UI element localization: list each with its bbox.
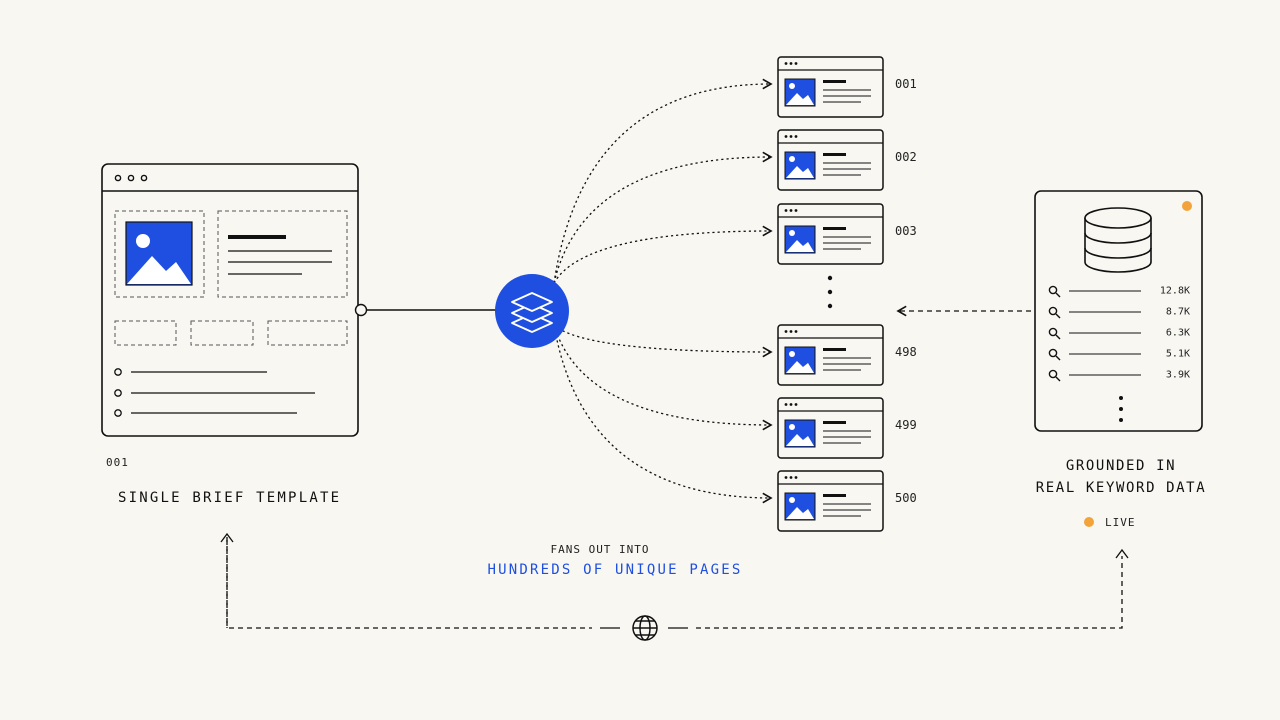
search-icon xyxy=(1048,369,1061,382)
keyword-volume: 12.8K xyxy=(1159,285,1190,297)
page-card xyxy=(777,397,884,459)
live-status-label: LIVE xyxy=(1105,516,1136,529)
live-legend-dot xyxy=(1084,517,1094,527)
page-number-label: 001 xyxy=(895,77,917,91)
bullet-list xyxy=(114,368,315,417)
window-dots-icon xyxy=(784,403,798,406)
page-card xyxy=(777,129,884,191)
keyword-volume: 6.3K xyxy=(1165,327,1190,339)
window-dots-icon xyxy=(784,209,798,212)
keyword-row xyxy=(1048,327,1141,340)
image-placeholder-icon xyxy=(784,419,816,448)
feedback-loop xyxy=(220,532,1129,629)
window-dots-icon xyxy=(784,476,798,479)
fan-out-arrows xyxy=(553,78,773,504)
window-dots-icon xyxy=(784,330,798,333)
hub-caption-line2: HUNDREDS OF UNIQUE PAGES xyxy=(487,562,743,578)
search-icon xyxy=(1048,327,1061,340)
fan-out-arrow xyxy=(553,78,773,284)
search-icon xyxy=(1048,306,1061,319)
page-number-label: 003 xyxy=(895,224,917,238)
database-icon xyxy=(1084,207,1152,273)
page-number-label: 499 xyxy=(895,418,917,432)
keyword-volume: 5.1K xyxy=(1165,348,1190,360)
hub-caption-line1: FANS OUT INTO xyxy=(550,543,650,556)
fan-out-arrow xyxy=(553,151,773,284)
page-number-label: 002 xyxy=(895,150,917,164)
ellipsis-icon xyxy=(1119,396,1123,422)
keyword-volume: 8.7K xyxy=(1165,306,1190,318)
image-placeholder-icon xyxy=(125,221,193,286)
window-dots-icon xyxy=(784,135,798,138)
live-indicator-dot xyxy=(1182,201,1192,211)
keyword-row xyxy=(1048,369,1141,382)
keyword-row xyxy=(1048,306,1141,319)
keyword-row xyxy=(1048,348,1141,361)
image-placeholder-icon xyxy=(784,225,816,254)
page-number-label: 500 xyxy=(895,491,917,505)
fan-out-arrow xyxy=(553,225,773,284)
window-dots-icon xyxy=(114,174,148,182)
template-card xyxy=(101,163,359,437)
page-card xyxy=(777,203,884,265)
keyword-rows xyxy=(1048,285,1141,382)
template-hub-connector xyxy=(354,303,496,317)
image-placeholder-icon xyxy=(784,151,816,180)
page-card xyxy=(777,56,884,118)
page-card xyxy=(777,470,884,532)
page-number-label: 498 xyxy=(895,345,917,359)
fan-out-arrow xyxy=(553,324,773,358)
fan-out-arrow xyxy=(553,324,773,504)
keyword-row xyxy=(1048,285,1141,298)
fan-out-arrow xyxy=(553,324,773,431)
image-placeholder-icon xyxy=(784,346,816,375)
image-placeholder-icon xyxy=(784,492,816,521)
data-caption-line1: GROUNDED IN xyxy=(1065,458,1177,474)
ellipsis-icon xyxy=(827,275,833,309)
hub-node xyxy=(495,274,569,348)
keyword-volume: 3.9K xyxy=(1165,369,1190,381)
search-icon xyxy=(1048,285,1061,298)
layers-icon xyxy=(511,292,553,333)
page-cards xyxy=(777,56,884,532)
template-caption: SINGLE BRIEF TEMPLATE xyxy=(118,490,342,506)
globe-icon xyxy=(632,615,658,641)
template-id: 001 xyxy=(106,456,129,469)
window-dots-icon xyxy=(784,62,798,65)
page-card xyxy=(777,324,884,386)
search-icon xyxy=(1048,348,1061,361)
data-caption-line2: REAL KEYWORD DATA xyxy=(1035,480,1207,496)
data-source-card xyxy=(1034,190,1203,432)
image-placeholder-icon xyxy=(784,78,816,107)
